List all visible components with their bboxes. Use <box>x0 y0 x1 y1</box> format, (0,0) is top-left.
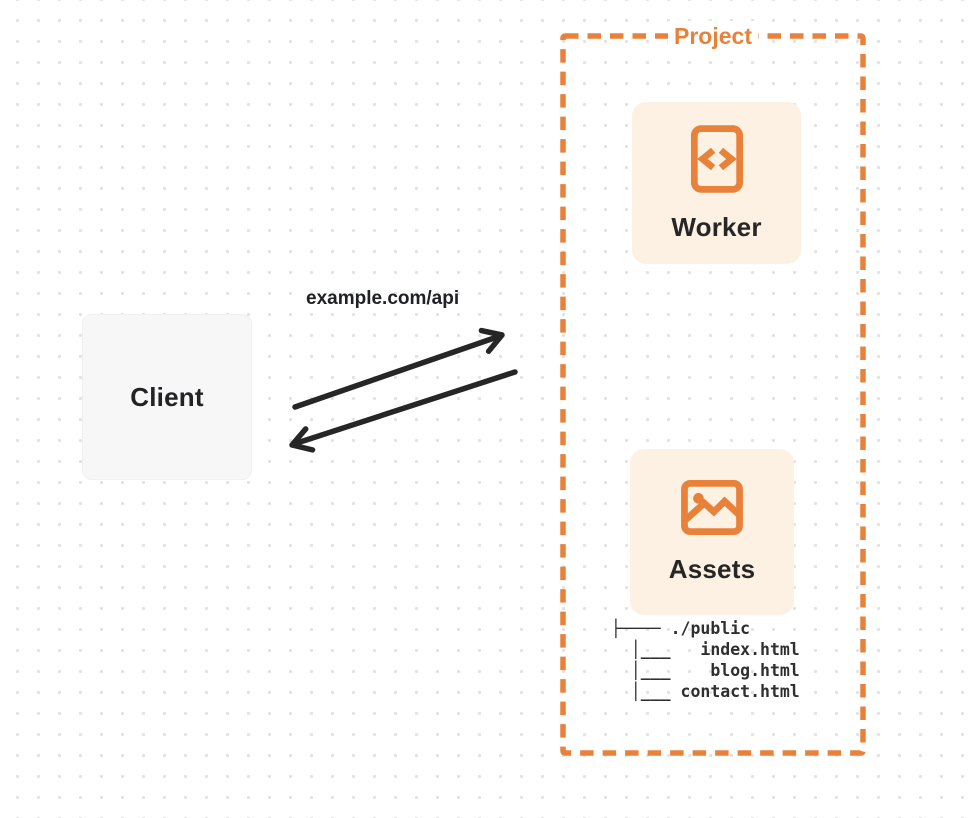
tree-line-index: │___ index.html <box>611 640 800 659</box>
assets-node: Assets <box>630 449 794 615</box>
project-label: Project <box>668 21 758 51</box>
tree-line-public: ├──── ./public <box>611 619 751 638</box>
worker-node: Worker <box>632 102 801 264</box>
assets-label: Assets <box>668 554 756 584</box>
tree-line-contact: │___ contact.html <box>611 682 800 701</box>
code-file-icon <box>690 124 744 194</box>
response-arrow <box>289 369 518 453</box>
project-group: Project Worker Assets <box>563 21 863 753</box>
tree-line-blog: │___ blog.html <box>611 661 800 680</box>
client-label: Client <box>130 381 204 412</box>
request-arrow <box>292 327 505 410</box>
assets-file-tree: ├──── ./public │___ index.html │___ blog… <box>611 618 800 702</box>
image-icon <box>680 479 744 536</box>
worker-label: Worker <box>671 211 762 242</box>
api-url-label: example.com/api <box>306 288 460 309</box>
client-node: Client <box>82 314 252 480</box>
